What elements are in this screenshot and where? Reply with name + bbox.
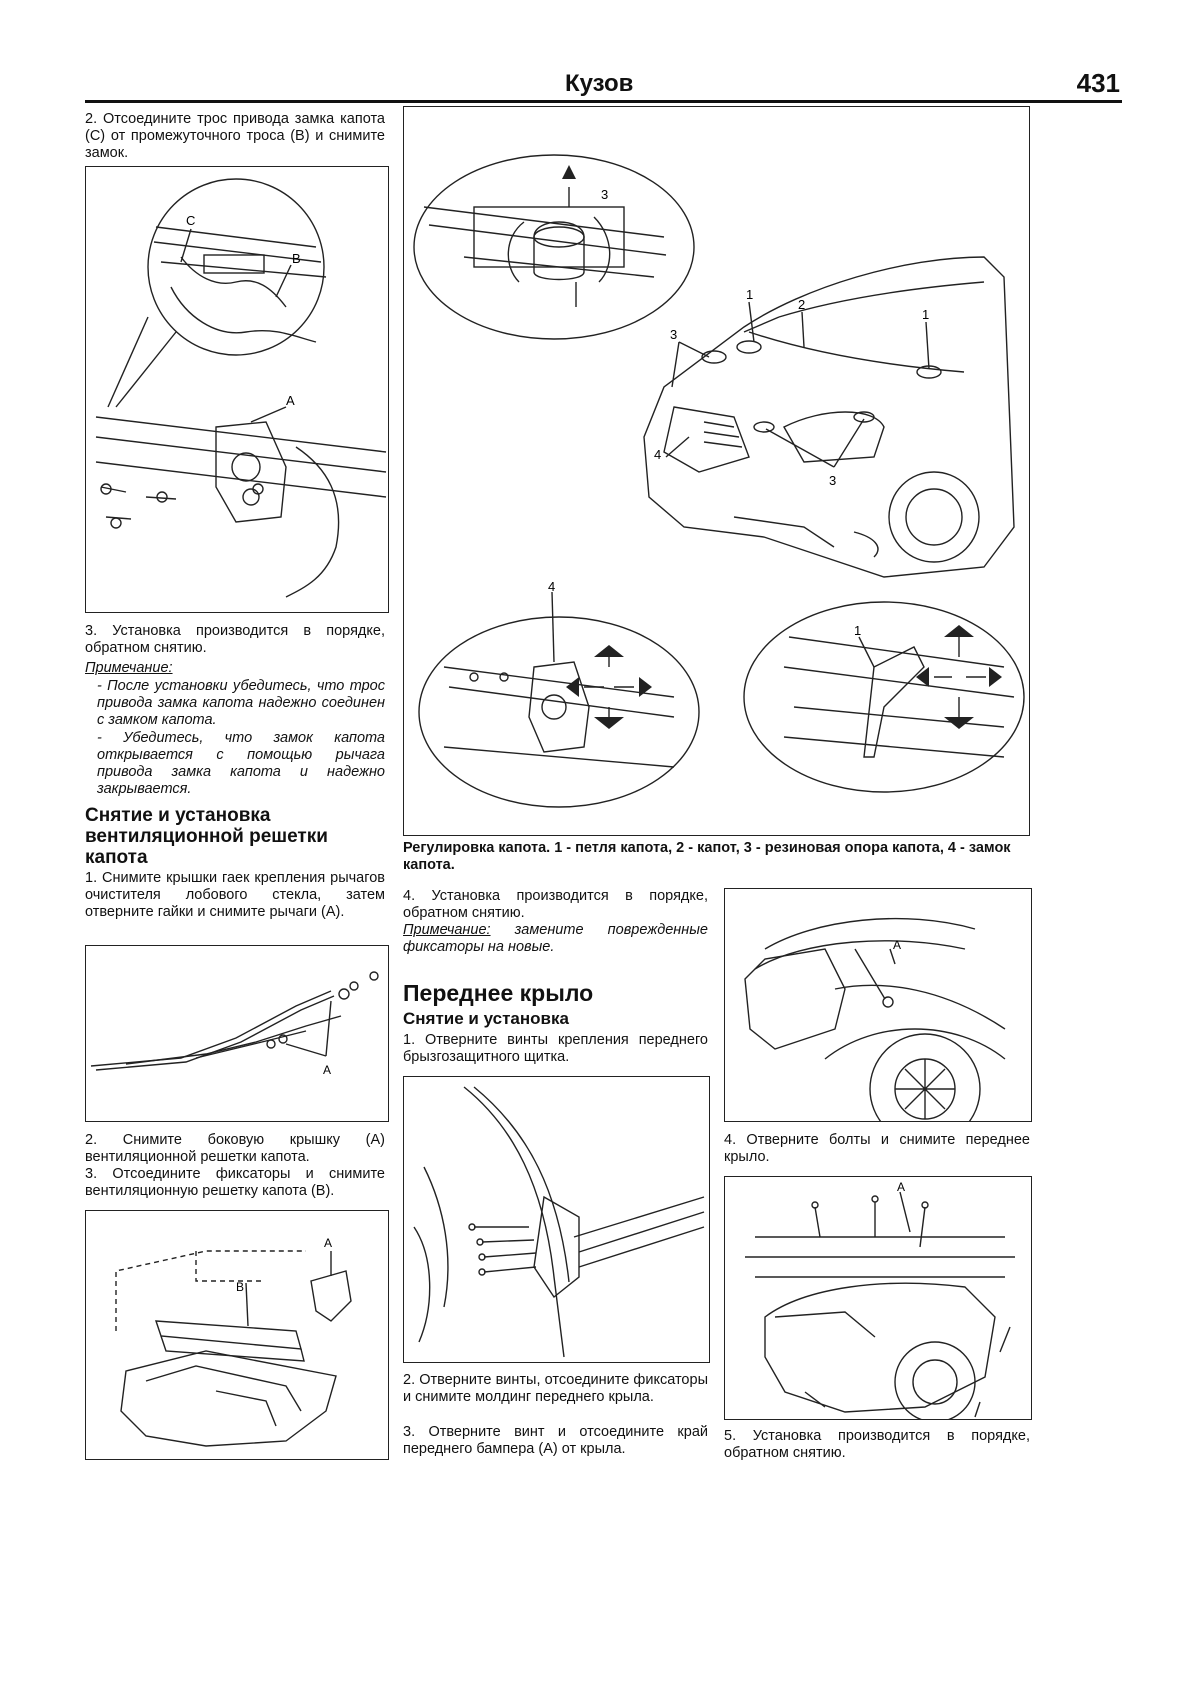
note-text-2: замените поврежденные фиксаторы на новые…: [403, 922, 708, 955]
figure-mud-guard: [403, 1076, 710, 1363]
label-3-inset: 3: [601, 187, 608, 202]
figure-caption-hood: Регулировка капота. 1 - петля капота, 2 …: [403, 840, 1011, 873]
figure-hood-lock: C B A: [85, 166, 389, 613]
note-item-1: - После установки убедитесь, что трос пр…: [97, 678, 385, 728]
label-3-left: 3: [670, 327, 677, 342]
note-label: Примечание:: [85, 660, 173, 676]
note-replace-fasteners: Примечание: замените поврежденные фиксат…: [403, 922, 708, 956]
label-b: B: [292, 251, 301, 266]
figure-fender-removal: A: [724, 1176, 1032, 1420]
note-label-2: Примечание:: [403, 922, 491, 938]
vent-grille-drawing: A B: [115, 1236, 352, 1447]
label-3-bottom: 3: [829, 473, 836, 488]
label-2: 2: [798, 297, 805, 312]
label-c: C: [186, 213, 195, 228]
hood-lock-drawing: C B A: [95, 178, 387, 598]
label-a: A: [893, 938, 901, 952]
bumper-edge-drawing: A: [744, 917, 1006, 1121]
subsection-title-removal: Снятие и установка: [403, 1009, 569, 1028]
header-rule: [85, 100, 1122, 103]
vent-step-1-text: 1. Снимите крышки гаек крепления рычагов…: [85, 870, 385, 920]
vent-step-3-text: 3. Отсоедините фиксаторы и снимите венти…: [85, 1166, 385, 1199]
section-header-title: Кузов: [565, 70, 634, 97]
step-3-text: 3. Установка производится в порядке, обр…: [85, 623, 385, 656]
step-2-text: 2. Отсоедините трос привода замка капота…: [85, 111, 385, 161]
label-4-car: 4: [654, 447, 661, 462]
section-title-vent-grille: Снятие и установка вентиляционной решетк…: [85, 805, 328, 868]
step-4-text: 4. Установка производится в порядке, обр…: [403, 888, 708, 921]
figure-vent-grille: A B: [85, 1210, 389, 1460]
section-title-front-fender: Переднее крыло: [403, 980, 594, 1006]
fender-removal-drawing: A: [745, 1180, 1015, 1419]
label-a: A: [324, 1236, 332, 1250]
label-a: A: [286, 393, 295, 408]
vent-step-2-text: 2. Снимите боковую крышку (A) вентиляцио…: [85, 1132, 385, 1165]
fender-step-5-text: 5. Установка производится в порядке, обр…: [724, 1428, 1030, 1461]
fender-step-4-text: 4. Отверните болты и снимите переднее кр…: [724, 1132, 1030, 1165]
label-b: B: [236, 1280, 244, 1294]
label-a: A: [897, 1180, 905, 1194]
label-a: A: [323, 1063, 331, 1077]
figure-bumper-edge: A: [724, 888, 1032, 1122]
wiper-arms-drawing: A: [90, 971, 379, 1077]
fender-step-2-text: 2. Отверните винты, отсоедините фиксатор…: [403, 1372, 708, 1405]
figure-hood-adjustment: 3 1 2 1 3 3 4 4 1: [403, 106, 1030, 836]
fender-step-1-text: 1. Отверните винты крепления переднего б…: [403, 1032, 708, 1065]
label-1-left: 1: [746, 287, 753, 302]
fender-step-3-text: 3. Отверните винт и отсоедините край пер…: [403, 1424, 708, 1457]
mud-guard-drawing: [413, 1086, 705, 1358]
label-1-inset: 1: [854, 623, 861, 638]
page-number: 431: [1076, 68, 1120, 98]
figure-wiper-arms: A: [85, 945, 389, 1122]
label-1-right: 1: [922, 307, 929, 322]
note-item-2: - Убедитесь, что замок капота открываетс…: [97, 730, 385, 797]
label-4-inset: 4: [548, 579, 555, 594]
hood-adjustment-drawing: 3 1 2 1 3 3 4 4 1: [413, 154, 1025, 808]
